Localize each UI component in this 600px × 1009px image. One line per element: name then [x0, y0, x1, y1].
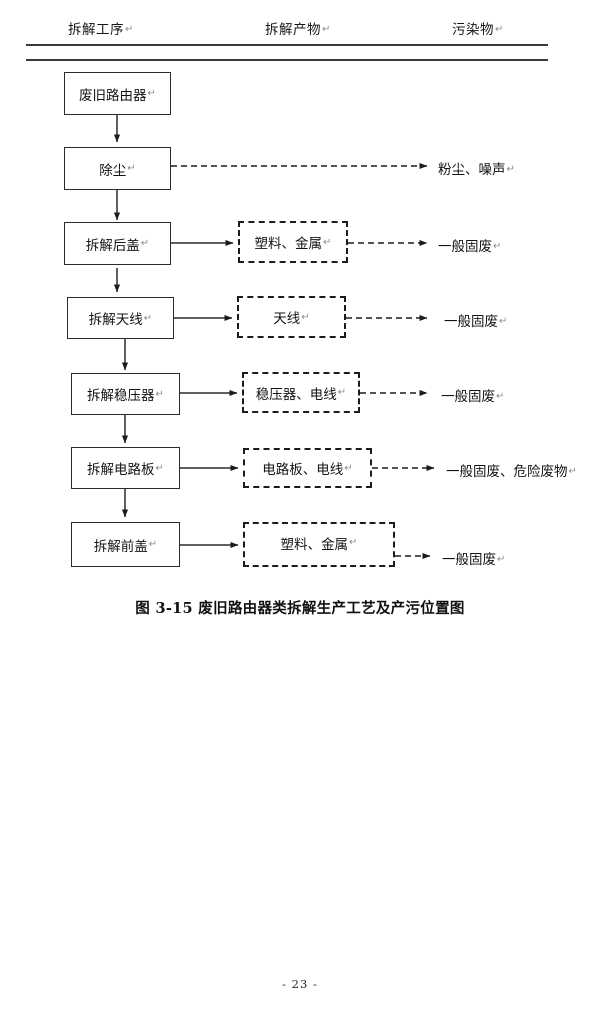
pilcrow-icon: ↵: [323, 236, 332, 248]
pilcrow-icon: ↵: [496, 391, 505, 402]
product-node-circuit-board-wire[interactable]: 电路板、电线↵: [243, 448, 372, 488]
pilcrow-icon: ↵: [497, 554, 506, 565]
pilcrow-icon: ↵: [147, 88, 156, 99]
pilcrow-icon: ↵: [125, 24, 134, 35]
product-node-antenna[interactable]: 天线↵: [237, 296, 346, 338]
column-header-pollutant: 污染物↵: [452, 22, 504, 38]
pilcrow-icon: ↵: [349, 537, 358, 548]
pollutant-label-general-and-hazardous-waste: 一般固废、危险废物↵: [446, 464, 577, 480]
pollutant-label-dust-noise: 粉尘、噪声↵: [438, 162, 515, 178]
pilcrow-icon: ↵: [155, 462, 164, 474]
pilcrow-icon: ↵: [322, 24, 331, 35]
product-node-regulator-wire[interactable]: 稳压器、电线↵: [242, 372, 360, 413]
pilcrow-icon: ↵: [155, 388, 164, 400]
pilcrow-icon: ↵: [127, 163, 136, 174]
pollutant-label-general-solid-waste-3: 一般固废↵: [441, 389, 505, 405]
process-node-disassemble-circuit-board[interactable]: 拆解电路板↵: [71, 447, 180, 489]
pilcrow-icon: ↵: [506, 164, 515, 175]
process-node-disassemble-front-cover[interactable]: 拆解前盖↵: [71, 522, 180, 567]
process-node-disassemble-regulator[interactable]: 拆解稳压器↵: [71, 373, 180, 415]
pilcrow-icon: ↵: [344, 462, 353, 474]
pollutant-label-general-solid-waste-4: 一般固废↵: [442, 552, 506, 568]
column-header-process: 拆解工序↵: [68, 22, 134, 38]
pollutant-label-general-solid-waste-2: 一般固废↵: [444, 314, 508, 330]
process-node-dust-removal[interactable]: 除尘↵: [64, 147, 171, 190]
pilcrow-icon: ↵: [493, 241, 502, 252]
pilcrow-icon: ↵: [499, 316, 508, 327]
column-header-product: 拆解产物↵: [265, 22, 331, 38]
figure-caption: 图 3-15 废旧路由器类拆解生产工艺及产污位置图: [135, 600, 465, 617]
product-node-plastic-metal-front[interactable]: 塑料、金属↵: [243, 522, 395, 567]
pilcrow-icon: ↵: [495, 24, 504, 35]
pilcrow-icon: ↵: [140, 238, 150, 249]
process-node-waste-router[interactable]: 废旧路由器↵: [64, 72, 171, 115]
pilcrow-icon: ↵: [148, 539, 158, 550]
process-node-disassemble-back-cover[interactable]: 拆解后盖↵: [64, 222, 171, 265]
product-node-plastic-metal-back[interactable]: 塑料、金属↵: [238, 221, 348, 263]
page-number: - 23 -: [282, 977, 318, 991]
process-node-disassemble-antenna[interactable]: 拆解天线↵: [67, 297, 174, 339]
pilcrow-icon: ↵: [301, 311, 310, 323]
pilcrow-icon: ↵: [568, 466, 577, 477]
pilcrow-icon: ↵: [337, 387, 347, 398]
pollutant-label-general-solid-waste-1: 一般固废↵: [438, 239, 502, 255]
pilcrow-icon: ↵: [143, 312, 153, 324]
header-double-rule: [26, 44, 548, 63]
